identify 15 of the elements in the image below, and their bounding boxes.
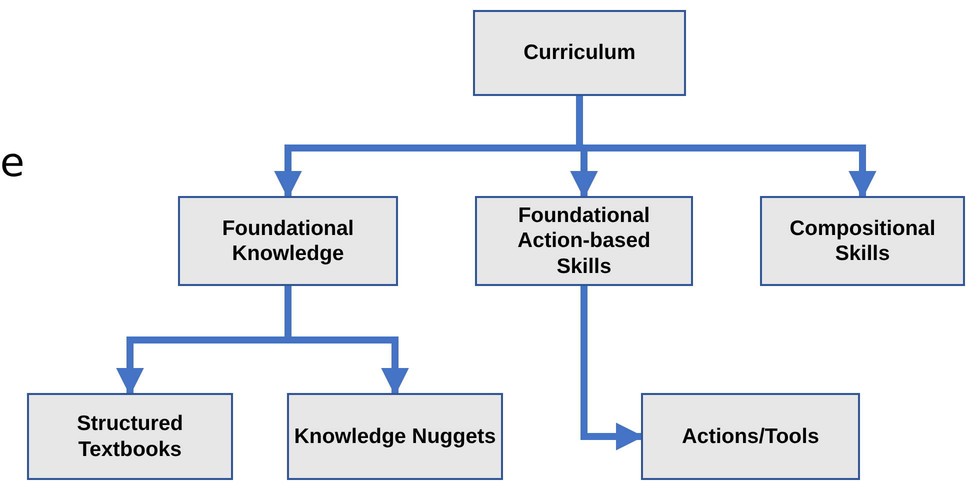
process-box <box>760 196 965 286</box>
process-box <box>475 196 693 286</box>
process-box <box>178 196 398 286</box>
process-box <box>641 393 860 480</box>
box-label: Actions/Tools <box>682 424 820 450</box>
box-label: Curriculum <box>523 40 636 66</box>
process-box <box>287 393 503 480</box>
process-box <box>473 10 686 96</box>
process-box <box>27 393 233 480</box>
box-label: Compositional Skills <box>788 216 936 266</box>
box-label: Foundational Knowledge <box>221 216 355 266</box>
box-label: Structured Textbooks <box>76 411 184 462</box>
text-fragment: e <box>0 143 25 183</box>
box-label: Foundational Action-based Skills <box>516 203 652 279</box>
box-label: Knowledge Nuggets <box>294 424 496 450</box>
